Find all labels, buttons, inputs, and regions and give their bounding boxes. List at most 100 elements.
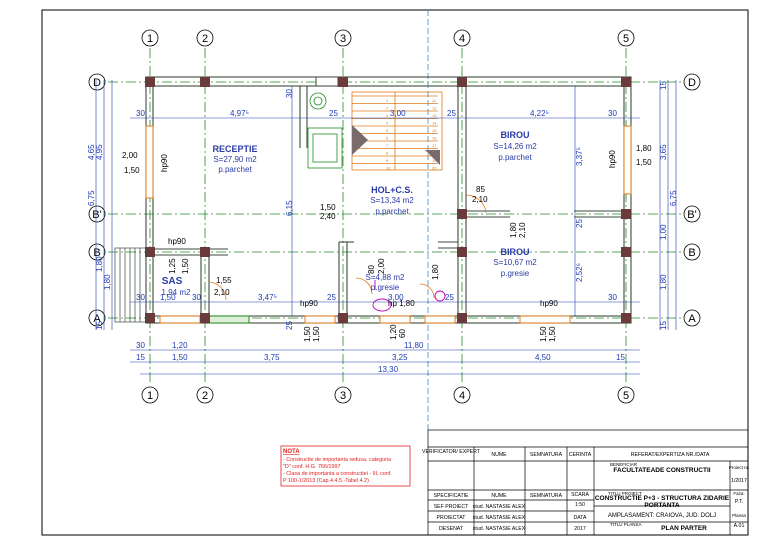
tb-cerinta: CERINTA: [569, 452, 592, 458]
dim-label: 1,00: [659, 224, 668, 240]
axis-bubble-left: B': [88, 205, 106, 223]
tb-titlu-b: PORTANTA: [644, 502, 679, 509]
dim-label: 13,30: [378, 365, 399, 374]
window-size: 1,50: [548, 326, 557, 342]
window-size: 1,50: [124, 166, 140, 175]
title-block-text: VERIFICATOR/ EXPERT NUME SEMNATURA CERIN…: [422, 449, 749, 532]
tb-scara: 1:50: [575, 502, 585, 508]
svg-text:D: D: [93, 77, 101, 89]
axis-bubble-top: 4: [453, 29, 471, 47]
column: [200, 247, 210, 257]
stair-number: 14: [432, 121, 437, 126]
window-type: hp 1,80: [388, 299, 415, 308]
room-floor-birou1: p.parchet: [498, 153, 532, 162]
dim-label: 30: [136, 109, 145, 118]
tb-data-label: DATA: [573, 515, 587, 521]
room-name-sas: SAS: [162, 276, 183, 287]
stair-number: 7: [386, 143, 389, 148]
dim-label: 25: [327, 293, 336, 302]
title-block: [427, 429, 749, 536]
svg-text:5: 5: [623, 390, 629, 402]
column: [621, 247, 631, 257]
stair-number: 4: [386, 121, 389, 126]
stair-number: 1: [386, 98, 389, 103]
nota-line: - Clasa de importanta a constructiei - I…: [283, 471, 392, 477]
dim-label: 3,47⁵: [258, 293, 277, 302]
dim-label: 1,20: [172, 341, 188, 350]
tb-titlu-a: CONSTRUCTIE P+3 - STRUCTURA ZIDARIE: [595, 495, 730, 502]
dim-label: 1,50: [160, 293, 176, 302]
svg-text:2: 2: [202, 33, 208, 45]
axis-bubble-top: 2: [196, 29, 214, 47]
dim-label: 4,65: [87, 144, 96, 160]
axis-bubble-top: 5: [617, 29, 635, 47]
dim-label: 4,50: [535, 353, 551, 362]
axis-bubble-bottom: 5: [617, 386, 635, 404]
axis-bubble-left: A: [88, 309, 106, 327]
door-size: 2,10: [214, 288, 230, 297]
tb-plansa: A.01: [734, 523, 745, 529]
axis-bubble-right: B': [683, 205, 701, 223]
svg-text:1: 1: [147, 33, 153, 45]
sanitary-fixtures: [372, 280, 446, 312]
column: [145, 313, 155, 323]
door-size: 1,80: [509, 222, 518, 238]
tb-titlu-label: TITLU PROIECT: [608, 491, 642, 496]
svg-text:4: 4: [459, 390, 465, 402]
dim-label: 25: [285, 321, 294, 330]
dim-label: 25: [447, 109, 456, 118]
stair-number: 3: [386, 113, 389, 118]
tb-sef-name: stud. NASTASIE ALEX: [473, 504, 526, 510]
nota-line: "D" conf. H.G. 766/1997: [283, 464, 340, 470]
entrance-steps: [114, 247, 147, 323]
dim-label: 1,50: [172, 353, 188, 362]
stair-number: 10: [386, 166, 391, 171]
dim-label: 3,75: [264, 353, 280, 362]
svg-text:A: A: [93, 313, 101, 325]
tb-titlu-plansa: PLAN PARTER: [661, 525, 707, 532]
dim-label: 3,65: [659, 144, 668, 160]
stair-number: 12: [432, 106, 437, 111]
stair-number: 11: [432, 98, 437, 103]
dim-label: 3,37⁵: [575, 147, 584, 166]
tb-nume2: NUME: [491, 493, 507, 499]
room-floor-receptie: p.parchet: [218, 165, 252, 174]
tb-proiectat: PROIECTAT: [437, 515, 467, 521]
tb-beneficiar-label: BENEFICIAR: [610, 462, 638, 467]
axis-bubble-top: 3: [334, 29, 352, 47]
tb-referat: REFERAT/EXPERTIZA NR./DATA: [631, 452, 710, 458]
tb-proiect-nr-label: Proiect nr.: [729, 465, 749, 470]
window-type: hp90: [300, 299, 318, 308]
dim-label: 30: [608, 293, 617, 302]
window-size: 1,50: [312, 326, 321, 342]
dim-label: 6,75: [87, 190, 96, 206]
nota-line: - Constructie de importanta redusa, cate…: [283, 457, 391, 463]
tb-amplasament: AMPLASAMENT: CRAIOVA, JUD. DOLJ: [608, 513, 716, 519]
window-type: hp90: [608, 150, 617, 168]
stair-number: 20: [432, 166, 437, 171]
stair-number: 8: [386, 151, 389, 156]
opening-labels: 2,00 1,50 hp90 1,80 1,50 hp90 1,50 2,40 …: [122, 144, 652, 342]
axis-bubble-bottom: 4: [453, 386, 471, 404]
door-size: 80: [367, 265, 376, 274]
room-floor-wc: p.gresie: [371, 283, 400, 292]
dim-label: 3,00: [388, 293, 404, 302]
window-size: 1,50: [636, 158, 652, 167]
room-area-receptie: S=27,90 m2: [213, 155, 257, 164]
columns: [145, 77, 631, 323]
door-swings: [208, 194, 487, 301]
window-size: 60: [398, 329, 407, 338]
dim-label: 30: [136, 293, 145, 302]
svg-text:D: D: [688, 77, 696, 89]
dim-label: 30: [608, 109, 617, 118]
stair-number: 15: [432, 128, 437, 133]
svg-text:B': B': [687, 209, 696, 221]
stair-number: 13: [432, 113, 437, 118]
tb-proiectat-name: stud. NASTASIE ALEX: [473, 515, 526, 521]
room-area-sas: 1,94 m2: [162, 288, 191, 297]
stair-number: 5: [386, 128, 389, 133]
tb-nume: NUME: [491, 452, 507, 458]
stair-number: 16: [432, 136, 437, 141]
dim-label: 15: [659, 321, 668, 330]
